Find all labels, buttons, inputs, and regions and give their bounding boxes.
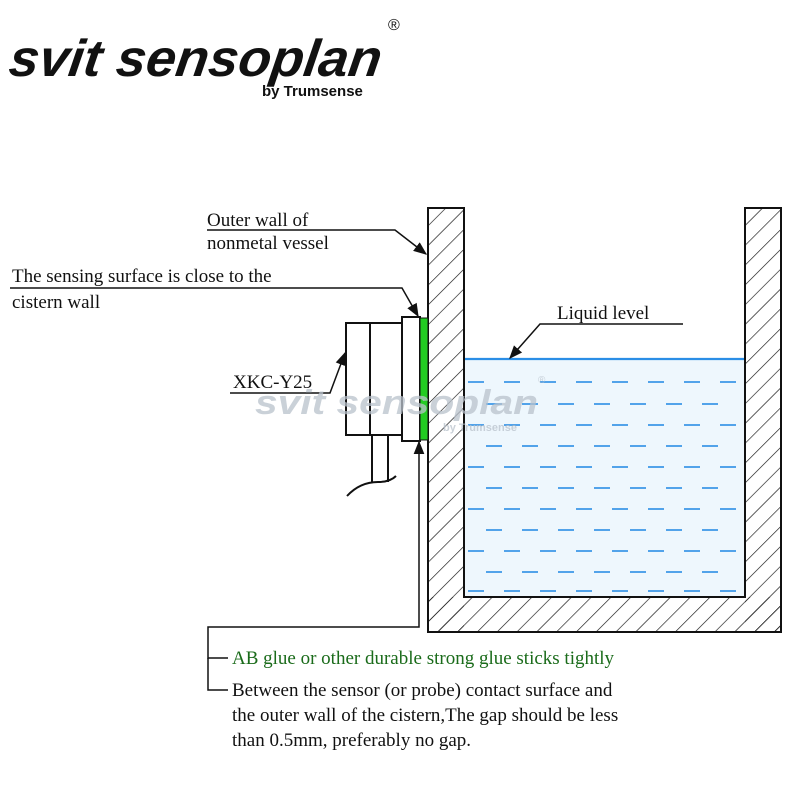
sensor-model-label: XKC-Y25: [233, 372, 312, 393]
watermark: svit sensoplan ® by Trumsense: [255, 375, 546, 434]
liquid-dashes: [468, 381, 736, 592]
watermark-registered-mark: ®: [538, 375, 546, 386]
sensing-surface-label-line2: cistern wall: [12, 292, 100, 313]
logo-text: svit sensoplan: [6, 30, 386, 88]
sensor-middle-section: [369, 322, 403, 436]
outer-wall-label-line1: Outer wall of: [207, 210, 309, 231]
liquid: [465, 357, 744, 596]
registered-mark: ®: [388, 17, 400, 34]
liquid-level-leader: [509, 323, 683, 360]
sensor-front-section: [401, 316, 421, 442]
sensor: [345, 316, 429, 497]
gap-note-line3: than 0.5mm, preferably no gap.: [232, 730, 471, 751]
watermark-tagline: by Trumsense: [443, 422, 517, 434]
vessel: [427, 207, 782, 633]
labels: Outer wall of nonmetal vessel The sensin…: [12, 210, 649, 751]
watermark-text: svit sensoplan: [255, 384, 538, 422]
vessel-right-wall: [745, 208, 781, 632]
liquid-level-label: Liquid level: [557, 303, 649, 324]
glue-layer: [419, 317, 429, 441]
leader-lines: [10, 229, 683, 691]
glue-leader: [207, 440, 425, 659]
sensing-surface-leader: [10, 287, 419, 318]
cable-wire: [346, 475, 397, 497]
sensor-model-leader: [230, 351, 346, 394]
glue-note: AB glue or other durable strong glue sti…: [232, 648, 615, 669]
logo-tagline: by Trumsense: [262, 83, 363, 100]
vessel-outline: [427, 207, 782, 633]
brand-logo: svit sensoplan ® by Trumsense: [6, 17, 400, 100]
gap-note-leader: [207, 658, 228, 691]
sensing-surface-label-line1: The sensing surface is close to the: [12, 266, 272, 287]
gap-note-line2: the outer wall of the cistern,The gap sh…: [232, 705, 618, 726]
liquid-body: [465, 359, 744, 596]
outer-wall-leader: [207, 229, 428, 255]
vessel-left-wall: [428, 208, 464, 632]
outer-wall-label-line2: nonmetal vessel: [207, 233, 329, 254]
gap-note-line1: Between the sensor (or probe) contact su…: [232, 680, 613, 701]
vessel-bottom-wall: [428, 597, 781, 632]
